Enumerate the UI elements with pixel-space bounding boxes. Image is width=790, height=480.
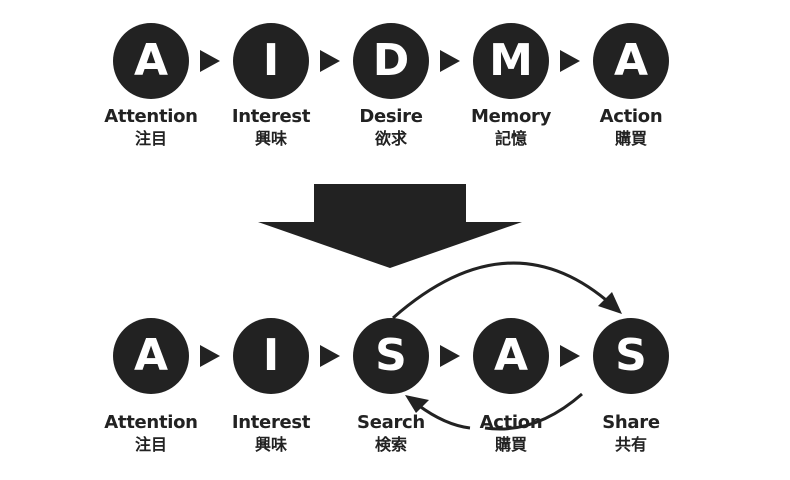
aisas-label-search-jp: 検索 <box>374 435 407 454</box>
aidma-label-attention: Attention 注目 <box>91 106 211 150</box>
aidma-circle-interest: I <box>233 23 309 99</box>
aidma-label-action: Action 購買 <box>571 106 691 150</box>
aidma-label-action-en: Action <box>599 106 663 127</box>
aisas-circle-attention: A <box>113 318 189 394</box>
aisas-label-attention: Attention 注目 <box>91 412 211 456</box>
aisas-label-attention-jp: 注目 <box>134 435 167 454</box>
curved-arrow-search-to-share-head <box>598 292 622 314</box>
aidma-label-desire-jp: 欲求 <box>374 129 407 148</box>
aisas-letter-share: S <box>615 330 647 381</box>
aidma-letter-desire: D <box>372 35 410 86</box>
curved-arrow-share-to-search-tail <box>417 403 471 430</box>
aisas-label-attention-en: Attention <box>104 412 198 433</box>
aidma-letter-action: A <box>613 35 649 86</box>
aisas-circle-search: S <box>353 318 429 394</box>
aidma-label-attention-jp: 注目 <box>134 129 167 148</box>
aisas-arrow-3-icon <box>440 345 460 367</box>
aidma-circle-action: A <box>593 23 669 99</box>
aidma-label-desire: Desire 欲求 <box>331 106 451 150</box>
curved-arrow-share-to-search-icon <box>484 392 583 431</box>
aisas-label-interest: Interest 興味 <box>211 412 331 456</box>
aisas-label-action: Action 購買 <box>451 412 571 456</box>
aidma-arrow-2-icon <box>320 50 340 72</box>
aisas-circle-action: A <box>473 318 549 394</box>
aisas-label-share: Share 共有 <box>571 412 691 456</box>
aidma-circle-desire: D <box>353 23 429 99</box>
aidma-arrow-4-icon <box>560 50 580 72</box>
aisas-label-search: Search 検索 <box>331 412 451 456</box>
aisas-label-action-en: Action <box>479 412 543 433</box>
aisas-label-search-en: Search <box>357 412 425 433</box>
aidma-label-interest-jp: 興味 <box>254 129 287 148</box>
aidma-circle-memory: M <box>473 23 549 99</box>
aidma-letter-memory: M <box>489 35 533 86</box>
aidma-label-memory: Memory 記憶 <box>451 106 571 150</box>
aisas-letter-action: A <box>493 330 529 381</box>
aisas-label-interest-jp: 興味 <box>254 435 287 454</box>
aidma-label-desire-en: Desire <box>359 106 423 127</box>
aidma-arrow-3-icon <box>440 50 460 72</box>
aidma-label-memory-en: Memory <box>470 106 552 127</box>
aisas-label-share-en: Share <box>602 412 660 433</box>
aisas-circle-share: S <box>593 318 669 394</box>
aisas-label-share-jp: 共有 <box>614 435 647 454</box>
aidma-letter-attention: A <box>133 35 169 86</box>
aidma-label-memory-jp: 記憶 <box>494 129 527 148</box>
aisas-arrow-4-icon <box>560 345 580 367</box>
aidma-letter-interest: I <box>262 35 280 86</box>
aisas-letter-interest: I <box>262 330 280 381</box>
aisas-letter-search: S <box>375 330 407 381</box>
aisas-label-action-jp: 購買 <box>494 435 527 454</box>
aisas-arrow-2-icon <box>320 345 340 367</box>
aisas-arrow-1-icon <box>200 345 220 367</box>
aidma-label-interest-en: Interest <box>231 106 311 127</box>
aidma-label-interest: Interest 興味 <box>211 106 331 150</box>
down-arrow-icon <box>258 184 522 268</box>
aidma-label-action-jp: 購買 <box>614 129 647 148</box>
aidma-label-attention-en: Attention <box>104 106 198 127</box>
aisas-circle-interest: I <box>233 318 309 394</box>
curved-arrow-search-to-share-icon <box>392 261 613 320</box>
curved-arrow-share-to-search-head <box>405 395 429 413</box>
aisas-label-interest-en: Interest <box>231 412 311 433</box>
aidma-arrow-1-icon <box>200 50 220 72</box>
aisas-letter-attention: A <box>133 330 169 381</box>
aidma-circle-attention: A <box>113 23 189 99</box>
